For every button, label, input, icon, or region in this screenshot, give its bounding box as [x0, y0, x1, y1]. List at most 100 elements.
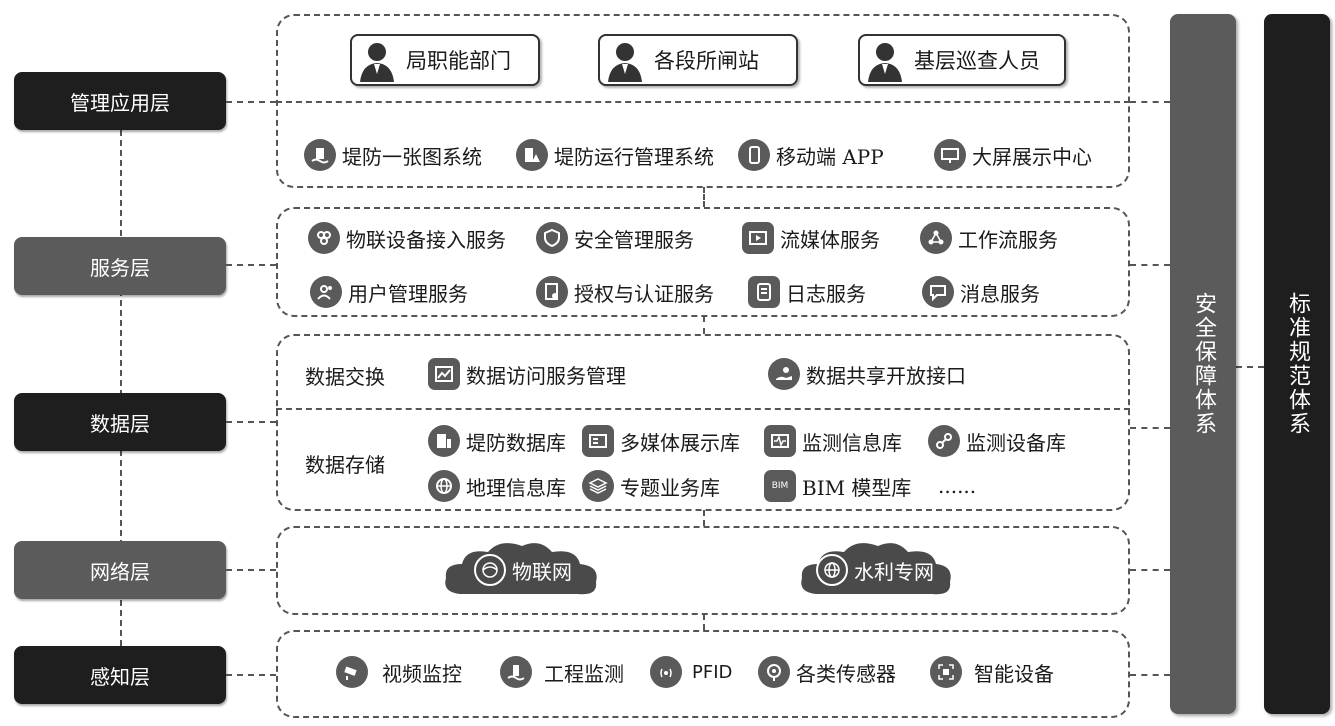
perception-item: 各类传感器: [758, 656, 896, 688]
connector-network-right: [1130, 569, 1170, 571]
person-icon: [602, 38, 648, 82]
connector-perception: [226, 674, 276, 676]
users-icon: [310, 276, 342, 308]
workflow-icon: [920, 222, 952, 254]
globe-icon: [428, 470, 460, 502]
storage-label: 多媒体展示库: [620, 430, 740, 455]
perception-item: 智能设备: [930, 656, 1054, 688]
panel-link-1: [703, 187, 705, 207]
storage-label: 监测设备库: [966, 430, 1066, 455]
connector-perception-right: [1130, 674, 1170, 676]
large-screen-icon: [934, 139, 966, 171]
cloud-water-network: 水利专网: [796, 538, 956, 604]
system-label: 堤防运行管理系统: [554, 144, 714, 169]
service-item: 工作流服务: [920, 222, 1058, 254]
system-item: 堤防一张图系统: [304, 139, 482, 171]
storage-item: BIM BIM 模型库: [764, 470, 911, 502]
system-item: 大屏展示中心: [934, 139, 1092, 171]
connector-network: [226, 569, 276, 571]
layer-perception: 感知层: [14, 646, 226, 704]
play-video-icon: [742, 222, 774, 254]
left-spine: [120, 130, 122, 646]
service-label: 日志服务: [786, 281, 866, 306]
panel-service: [276, 207, 1130, 317]
role-card: 各段所闸站: [598, 34, 798, 86]
service-item: 流媒体服务: [742, 222, 880, 254]
exchange-label: 数据访问服务管理: [466, 363, 626, 388]
storage-item: 地理信息库: [428, 470, 566, 502]
layer-service: 服务层: [14, 237, 226, 295]
perception-label: 视频监控: [382, 661, 462, 686]
storage-label: 堤防数据库: [466, 430, 566, 455]
system-item: 堤防运行管理系统: [516, 139, 714, 171]
service-item: 物联设备接入服务: [308, 222, 506, 254]
connector-management-right: [1130, 101, 1170, 103]
dike-icon: [304, 139, 336, 171]
bim-icon-text: BIM: [771, 481, 789, 491]
service-item: 用户管理服务: [310, 276, 468, 308]
perception-item: PFID: [650, 656, 732, 688]
exchange-item: 数据访问服务管理: [428, 358, 626, 390]
role-card: 局职能部门: [350, 34, 540, 86]
certificate-icon: [536, 276, 568, 308]
storage-item: 专题业务库: [582, 470, 720, 502]
role-card: 基层巡查人员: [858, 34, 1066, 86]
panel-network: [276, 526, 1130, 615]
log-list-icon: [748, 276, 780, 308]
message-icon: [922, 276, 954, 308]
person-icon: [354, 38, 400, 82]
storage-label: 专题业务库: [620, 475, 720, 500]
connector-service: [226, 264, 276, 266]
storage-label: BIM 模型库: [802, 475, 912, 500]
monitor-wave-icon: [764, 425, 796, 457]
layer-management: 管理应用层: [14, 72, 226, 130]
connector-data: [226, 421, 276, 423]
mobile-phone-icon: [738, 139, 770, 171]
service-label: 安全管理服务: [574, 227, 694, 252]
storage-label: 监测信息库: [802, 430, 902, 455]
smart-device-icon: [930, 656, 962, 688]
perception-label: 工程监测: [544, 661, 624, 686]
storage-item: 监测信息库: [764, 425, 902, 457]
perception-label: 智能设备: [974, 661, 1054, 686]
data-storage-label: 数据存储: [305, 453, 385, 477]
chart-access-icon: [428, 358, 460, 390]
multimedia-icon: [582, 425, 614, 457]
security-bar-label: 安全保障体系: [1191, 292, 1216, 436]
shield-icon: [536, 222, 568, 254]
perception-label: 各类传感器: [796, 661, 896, 686]
panel-link-4: [703, 614, 705, 630]
person-icon: [862, 38, 908, 82]
building-warning-icon: [516, 139, 548, 171]
connector-management: [226, 101, 276, 103]
storage-item: 堤防数据库: [428, 425, 566, 457]
service-item: 消息服务: [922, 276, 1040, 308]
role-label: 基层巡查人员: [914, 49, 1040, 73]
layer-data: 数据层: [14, 393, 226, 451]
service-label: 流媒体服务: [780, 227, 880, 252]
standards-bar: 标准规范体系: [1264, 14, 1330, 714]
perception-item: 工程监测: [500, 656, 624, 688]
sensor-icon: [758, 656, 790, 688]
cloud-iot: 物联网: [440, 538, 602, 604]
share-hand-icon: [768, 358, 800, 390]
service-label: 用户管理服务: [348, 281, 468, 306]
system-item: 移动端 APP: [738, 139, 884, 171]
panel-management: [276, 14, 1130, 188]
system-label: 移动端 APP: [776, 144, 884, 169]
engineering-monitor-icon: [500, 656, 532, 688]
service-label: 消息服务: [960, 281, 1040, 306]
storage-label: 地理信息库: [466, 475, 566, 500]
data-exchange-label: 数据交换: [305, 365, 385, 389]
data-panel-divider: [276, 408, 1130, 410]
exchange-item: 数据共享开放接口: [768, 358, 966, 390]
role-label: 局职能部门: [406, 49, 511, 73]
bim-icon: BIM: [764, 470, 796, 502]
network-label: 水利专网: [854, 559, 934, 584]
more-ellipsis: ......: [938, 474, 977, 498]
service-label: 工作流服务: [958, 227, 1058, 252]
storage-item: 多媒体展示库: [582, 425, 740, 457]
security-bar: 安全保障体系: [1170, 14, 1236, 714]
service-label: 授权与认证服务: [574, 281, 714, 306]
network-grid-globe-icon: [816, 554, 848, 586]
